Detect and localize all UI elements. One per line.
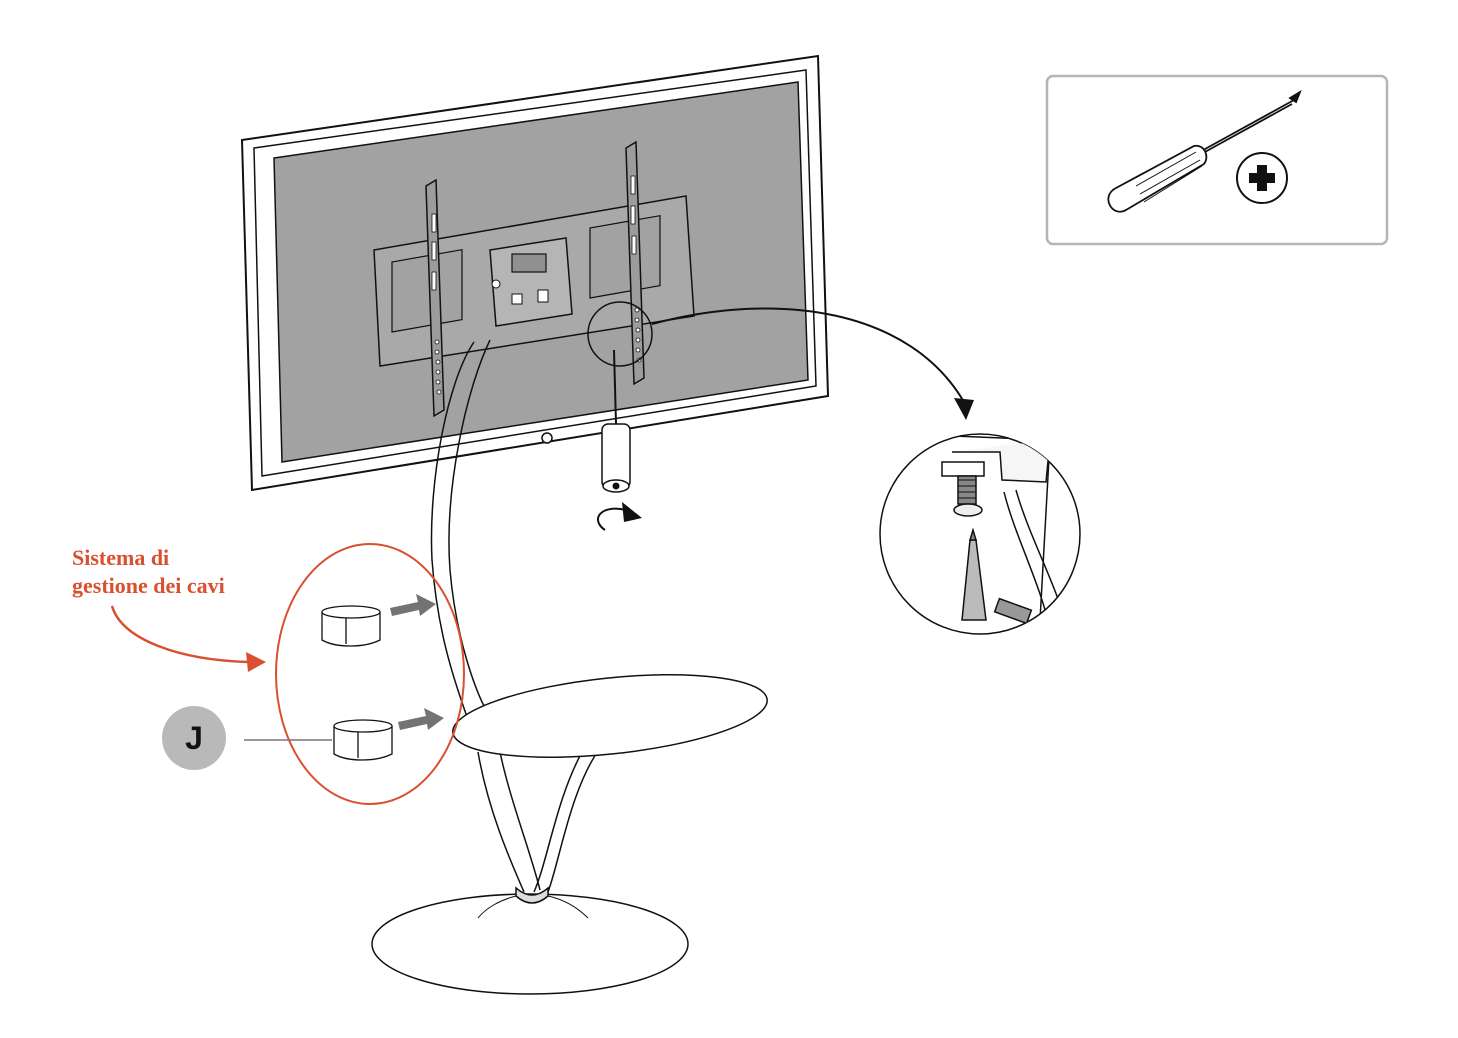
clip-arrow-top: [390, 594, 436, 616]
wall-bracket: [373, 140, 695, 418]
bracket-center-block: [489, 237, 573, 327]
rotate-clockwise-icon: [597, 507, 627, 531]
tool-required-box: [1045, 74, 1389, 246]
tv-inner-frame: [253, 69, 817, 477]
detail-zoom-view: [879, 433, 1081, 635]
cable-clip-bottom: [333, 719, 393, 761]
cable-management-line1: Sistema di: [72, 545, 170, 570]
stand-base: [371, 886, 689, 995]
cable-clip-top: [321, 605, 381, 647]
part-j-badge: J: [162, 706, 226, 770]
phillips-screwdriver-icon: [1107, 89, 1302, 213]
detail-source-circle: [587, 301, 653, 367]
bracket-arm-right: [625, 140, 645, 386]
rotate-arrowhead: [622, 502, 642, 522]
callout-arrowhead: [246, 652, 266, 672]
tv-button: [541, 432, 553, 444]
screwdriver-handle: [601, 423, 631, 489]
cable-clips-highlight: [275, 543, 465, 805]
callout-arrow-path: [110, 605, 249, 664]
phillips-plus-icon: [1236, 152, 1288, 204]
part-j-label: J: [185, 719, 203, 756]
bracket-arm-left: [425, 178, 445, 418]
stand-column: [430, 339, 601, 893]
glass-shelf: [452, 674, 768, 758]
cable-management-label: Sistema di gestione dei cavi: [72, 544, 302, 600]
clip-arrow-bottom: [398, 708, 444, 730]
detail-arrow-path: [651, 307, 965, 403]
screwdriver-in-use: [601, 349, 631, 493]
detail-arrowhead: [954, 398, 974, 420]
cable-management-line2: gestione dei cavi: [72, 573, 225, 598]
